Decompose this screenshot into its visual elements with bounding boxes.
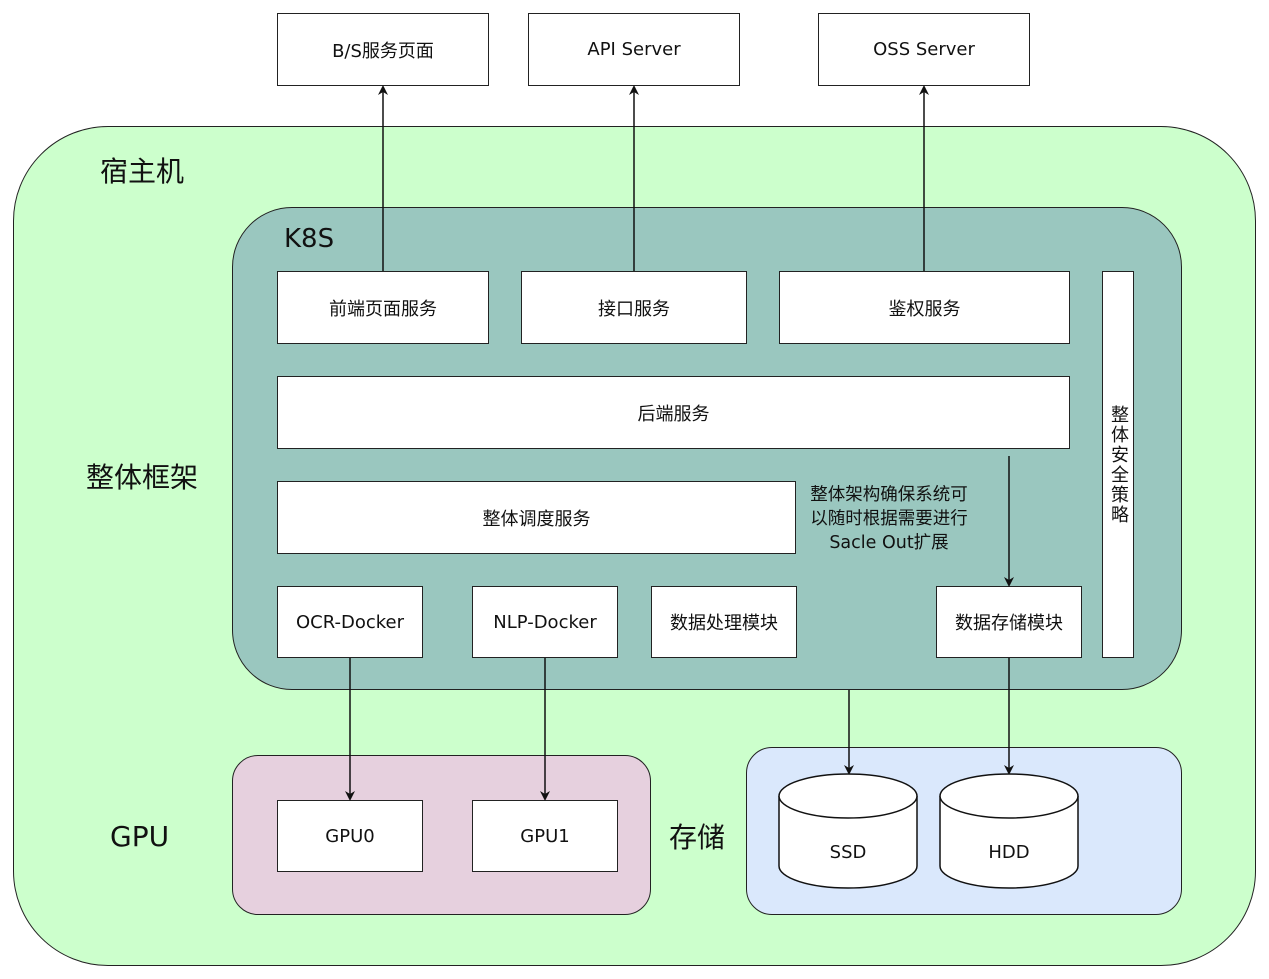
- security-policy-label: 整体安全策略: [1108, 404, 1129, 525]
- api-server-box: API Server: [528, 13, 740, 86]
- bs-page-box: B/S服务页面: [277, 13, 489, 86]
- scheduler-service-box: 整体调度服务: [277, 481, 796, 554]
- oss-server-box: OSS Server: [818, 13, 1030, 86]
- gpu-label: GPU: [110, 820, 170, 853]
- data-storage-module-box: 数据存储模块: [936, 586, 1082, 658]
- scale-out-note: 整体架构确保系统可 以随时根据需要进行 Sacle Out扩展: [798, 483, 980, 555]
- note-line: 以随时根据需要进行: [810, 509, 968, 529]
- framework-label: 整体框架: [86, 461, 199, 494]
- backend-service-box: 后端服务: [277, 376, 1070, 449]
- host-label: 宿主机: [100, 155, 185, 188]
- note-line: 整体架构确保系统可: [810, 485, 968, 505]
- security-policy-box: 整体安全策略: [1102, 271, 1134, 658]
- gpu1-box: GPU1: [472, 800, 618, 872]
- data-processing-box: 数据处理模块: [651, 586, 797, 658]
- k8s-label: K8S: [284, 224, 335, 254]
- nlp-docker-box: NLP-Docker: [472, 586, 618, 658]
- auth-service-box: 鉴权服务: [779, 271, 1070, 344]
- storage-region: [746, 747, 1182, 915]
- note-line: Sacle Out扩展: [829, 533, 949, 553]
- interface-service-box: 接口服务: [521, 271, 747, 344]
- gpu0-box: GPU0: [277, 800, 423, 872]
- storage-label: 存储: [669, 821, 726, 854]
- ocr-docker-box: OCR-Docker: [277, 586, 423, 658]
- frontend-service-box: 前端页面服务: [277, 271, 489, 344]
